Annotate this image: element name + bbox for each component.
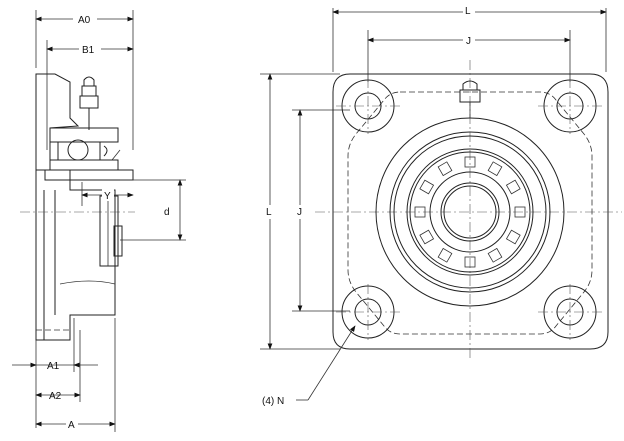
dim-A: A bbox=[35, 318, 116, 432]
cage-segments bbox=[414, 156, 526, 268]
flange-outline bbox=[315, 60, 622, 360]
cage-segment bbox=[487, 247, 503, 263]
grease-fitting bbox=[79, 76, 99, 130]
cage-segment bbox=[505, 229, 521, 245]
label-B1: B1 bbox=[82, 45, 95, 56]
label-L-top: L bbox=[465, 6, 471, 17]
cage-segment bbox=[487, 161, 503, 177]
label-L-side: L bbox=[266, 207, 272, 218]
label-A0: A0 bbox=[78, 15, 91, 26]
cage-segment bbox=[419, 179, 435, 195]
front-view: L J L J bbox=[260, 4, 622, 407]
grease-fitting-front bbox=[459, 80, 481, 118]
cage-segment bbox=[514, 206, 526, 218]
dim-L-side: L bbox=[260, 73, 340, 350]
cage-segment bbox=[437, 161, 453, 177]
dim-L-top: L bbox=[332, 4, 607, 72]
dim-J-side: J bbox=[292, 109, 350, 312]
dim-B1: B1 bbox=[46, 40, 134, 150]
cage-segment bbox=[505, 179, 521, 195]
bolt-holes bbox=[336, 78, 602, 340]
cage-segment bbox=[437, 247, 453, 263]
bearing-rings bbox=[375, 117, 565, 307]
dim-J-top: J bbox=[367, 30, 571, 82]
label-A2: A2 bbox=[49, 391, 62, 402]
dim-Y: Y bbox=[81, 182, 134, 206]
dim-d: d bbox=[120, 179, 186, 241]
dim-A2: A2 bbox=[35, 330, 81, 402]
dim-N-note: (4) N bbox=[262, 325, 356, 407]
side-section-view: A0 B1 bbox=[12, 10, 186, 432]
cage-segment bbox=[414, 206, 426, 218]
locking-collar bbox=[99, 195, 123, 267]
cage-segment bbox=[464, 156, 476, 168]
housing-section bbox=[20, 73, 135, 341]
cage-segment bbox=[419, 229, 435, 245]
label-J-top: J bbox=[466, 36, 471, 47]
label-J-side: J bbox=[297, 207, 302, 218]
label-Y: Y bbox=[104, 191, 111, 202]
dim-A1: A1 bbox=[12, 318, 98, 428]
label-A1: A1 bbox=[47, 361, 60, 372]
label-N: (4) N bbox=[262, 396, 284, 407]
label-d: d bbox=[164, 207, 170, 218]
bearing-insert-section bbox=[44, 127, 134, 181]
dim-A0: A0 bbox=[35, 10, 134, 150]
label-A: A bbox=[68, 420, 75, 431]
cage-segment bbox=[464, 256, 476, 268]
